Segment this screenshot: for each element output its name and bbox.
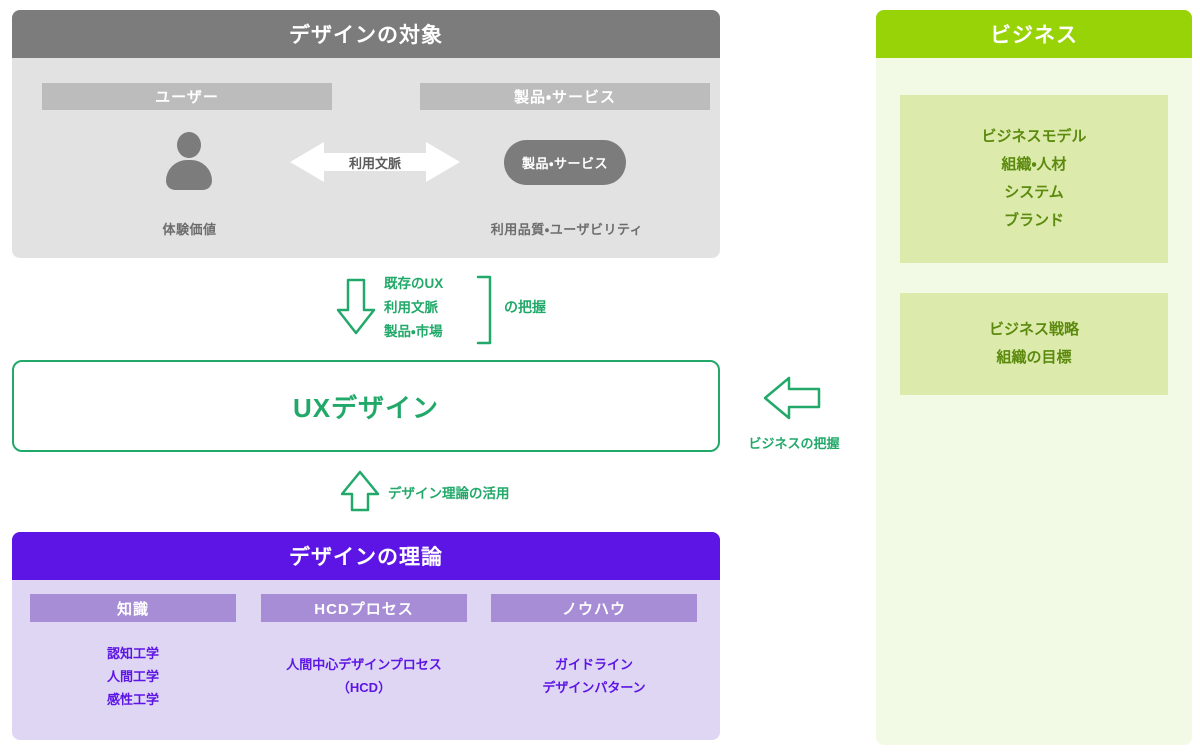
grasp-item-list: 既存のUX 利用文脈 製品・市場	[384, 276, 444, 339]
design-theory-panel: デザインの理論 知識 HCDプロセス ノウハウ 認知工学 人間工学 感性工学 人…	[12, 532, 720, 740]
business-grasp-group: ビジネスの把握	[740, 375, 850, 455]
arrow-left-icon	[763, 375, 821, 426]
subheader-product-service: 製品・サービス	[420, 83, 710, 110]
product-service-pill: 製品・サービス	[504, 140, 626, 185]
business-box-assets: ビジネスモデル 組織・人材 システム ブランド	[900, 95, 1168, 263]
person-icon-body	[166, 160, 212, 190]
person-icon-head	[177, 132, 201, 158]
business-panel: ビジネス ビジネスモデル 組織・人材 システム ブランド ビジネス戦略 組織の目…	[876, 10, 1192, 745]
grasp-suffix-label: の把握	[504, 299, 546, 315]
context-arrow-label: 利用文脈	[348, 155, 401, 171]
design-target-panel: デザインの対象 ユーザー 製品・サービス 利用文脈 製品・サービス 体験価値 利…	[12, 10, 720, 258]
caption-experience-value: 体験価値	[162, 222, 217, 237]
business-box-strategy: ビジネス戦略 組織の目標	[900, 293, 1168, 395]
arrow-down-icon	[336, 278, 376, 341]
subheader-knowledge: 知識	[30, 594, 236, 622]
bracket-icon	[476, 275, 496, 350]
design-theory-header: デザインの理論	[12, 532, 720, 580]
design-target-header: デザインの対象	[12, 10, 720, 58]
subheader-user: ユーザー	[42, 83, 332, 110]
grasp-flow-group: 既存のUX 利用文脈 製品・市場 の把握	[336, 272, 586, 346]
theory-use-label: デザイン理論の活用	[388, 486, 510, 501]
ux-design-box: UXデザイン	[12, 360, 720, 452]
subheader-knowhow: ノウハウ	[491, 594, 697, 622]
theory-use-group: デザイン理論の活用	[340, 470, 600, 512]
theory-text-knowhow: ガイドライン デザインパターン	[542, 657, 646, 695]
arrow-up-icon	[340, 470, 380, 517]
theory-text-knowledge: 認知工学 人間工学 感性工学	[106, 646, 159, 707]
person-icon	[164, 132, 214, 190]
context-double-arrow-icon: 利用文脈	[290, 140, 460, 184]
caption-quality-usability: 利用品質・ユーザビリティ	[490, 222, 644, 237]
business-grasp-label: ビジネスの把握	[748, 436, 840, 451]
business-header: ビジネス	[876, 10, 1192, 58]
theory-text-hcd-process: 人間中心デザインプロセス （HCD）	[286, 657, 442, 695]
subheader-hcd-process: HCDプロセス	[261, 594, 467, 622]
